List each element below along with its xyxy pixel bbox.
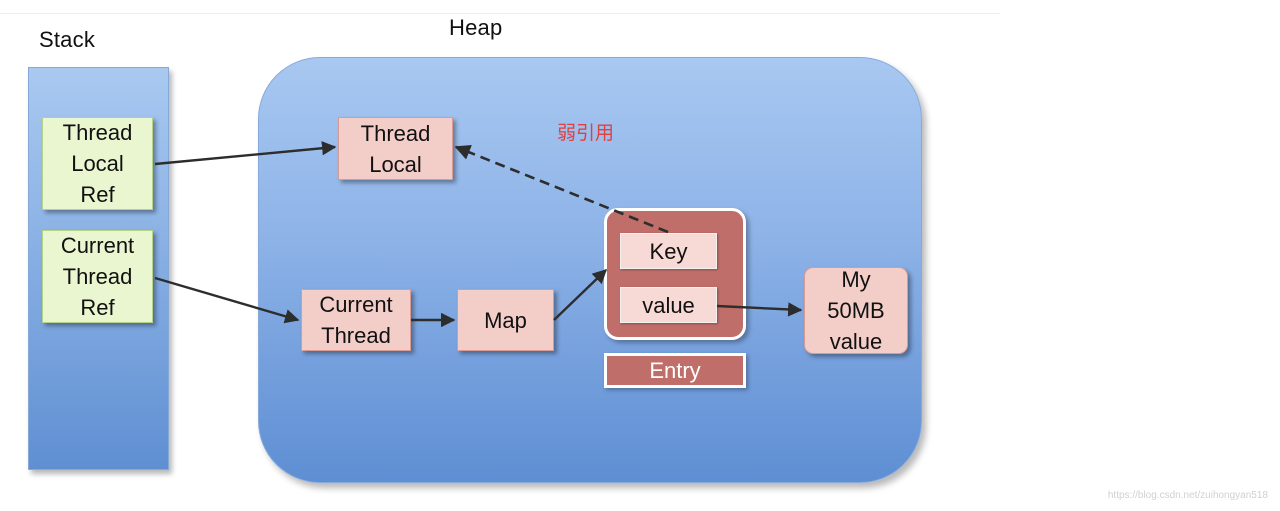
entry-label: Entry [604, 353, 746, 388]
threadlocal-ref-line-1: Thread [62, 120, 133, 145]
my-value-line-1: My [841, 267, 871, 292]
current-thread-line-2: Thread [321, 323, 391, 348]
top-divider [0, 13, 1000, 14]
my-value-line-2: 50MB [827, 298, 885, 323]
current-thread-ref-line-1: Current [60, 233, 135, 258]
current-thread-box: Current Thread [301, 289, 411, 351]
stack-title: Stack [39, 27, 96, 52]
threadlocal-box: Thread Local [338, 117, 453, 180]
value-label: value [642, 292, 695, 318]
current-thread-ref-line-3: Ref [80, 295, 115, 320]
value-box: value [620, 287, 717, 323]
threadlocal-ref-line-3: Ref [80, 182, 115, 207]
watermark: https://blog.csdn.net/zuihongyan518 [1107, 490, 1268, 501]
weak-reference-label: 弱引用 [557, 122, 615, 144]
threadlocal-ref-line-2: Local [71, 151, 124, 176]
heap-title: Heap [449, 15, 503, 40]
map-box: Map [457, 289, 554, 351]
key-label: Key [649, 238, 688, 264]
threadlocal-ref-box: Thread Local Ref [42, 117, 153, 210]
key-box: Key [620, 233, 717, 269]
my-value-line-3: value [829, 329, 883, 354]
my-50mb-value-box: My 50MB value [804, 267, 908, 354]
current-thread-ref-box: Current Thread Ref [42, 230, 153, 323]
map-label: Map [484, 307, 527, 333]
current-thread-ref-line-2: Thread [62, 264, 133, 289]
threadlocal-line-2: Local [369, 151, 422, 177]
threadlocal-line-1: Thread [360, 120, 431, 146]
current-thread-line-1: Current [319, 292, 393, 317]
